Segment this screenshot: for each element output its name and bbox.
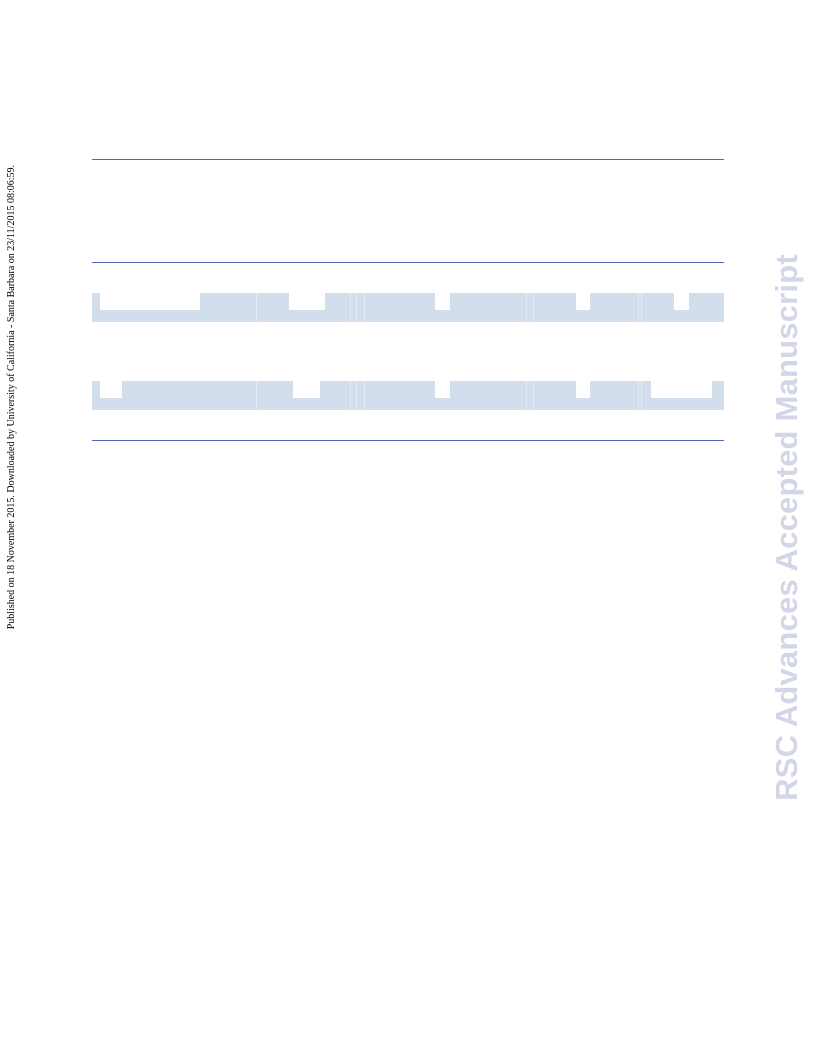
- column-separator: [350, 293, 351, 322]
- table-cell-blank: [435, 293, 450, 310]
- table-cell-blank: [100, 293, 200, 310]
- table-cell-blank: [435, 381, 450, 398]
- table-row-shaded: [92, 293, 724, 322]
- column-separator: [356, 381, 357, 410]
- table-row-shaded: [92, 381, 724, 410]
- column-separator: [533, 381, 534, 410]
- table-top-rule: [92, 159, 724, 160]
- column-separator: [638, 293, 639, 322]
- column-separator: [641, 381, 642, 410]
- publication-note-text: Published on 18 November 2015. Downloade…: [6, 165, 17, 630]
- table-header-rule: [92, 262, 724, 263]
- table-cell-blank: [576, 293, 590, 310]
- column-separator: [526, 293, 527, 322]
- journal-watermark: RSC Advances Accepted Manuscript: [769, 245, 804, 810]
- table-bottom-rule: [92, 440, 724, 441]
- table-cell-blank: [576, 381, 590, 398]
- column-separator: [364, 381, 365, 410]
- column-separator: [350, 381, 351, 410]
- table-cell-blank: [674, 293, 689, 310]
- column-separator: [364, 293, 365, 322]
- table-cell-blank: [651, 381, 712, 398]
- column-separator: [256, 293, 257, 322]
- column-separator: [641, 293, 642, 322]
- table-cell-blank: [289, 293, 325, 310]
- table-cell-blank: [100, 381, 122, 398]
- journal-watermark-text: RSC Advances Accepted Manuscript: [769, 254, 804, 801]
- data-table: [92, 150, 724, 450]
- publication-note: Published on 18 November 2015. Downloade…: [4, 165, 20, 665]
- table-cell-blank: [293, 381, 320, 398]
- column-separator: [533, 293, 534, 322]
- column-separator: [526, 381, 527, 410]
- column-separator: [356, 293, 357, 322]
- column-separator: [256, 381, 257, 410]
- column-separator: [638, 381, 639, 410]
